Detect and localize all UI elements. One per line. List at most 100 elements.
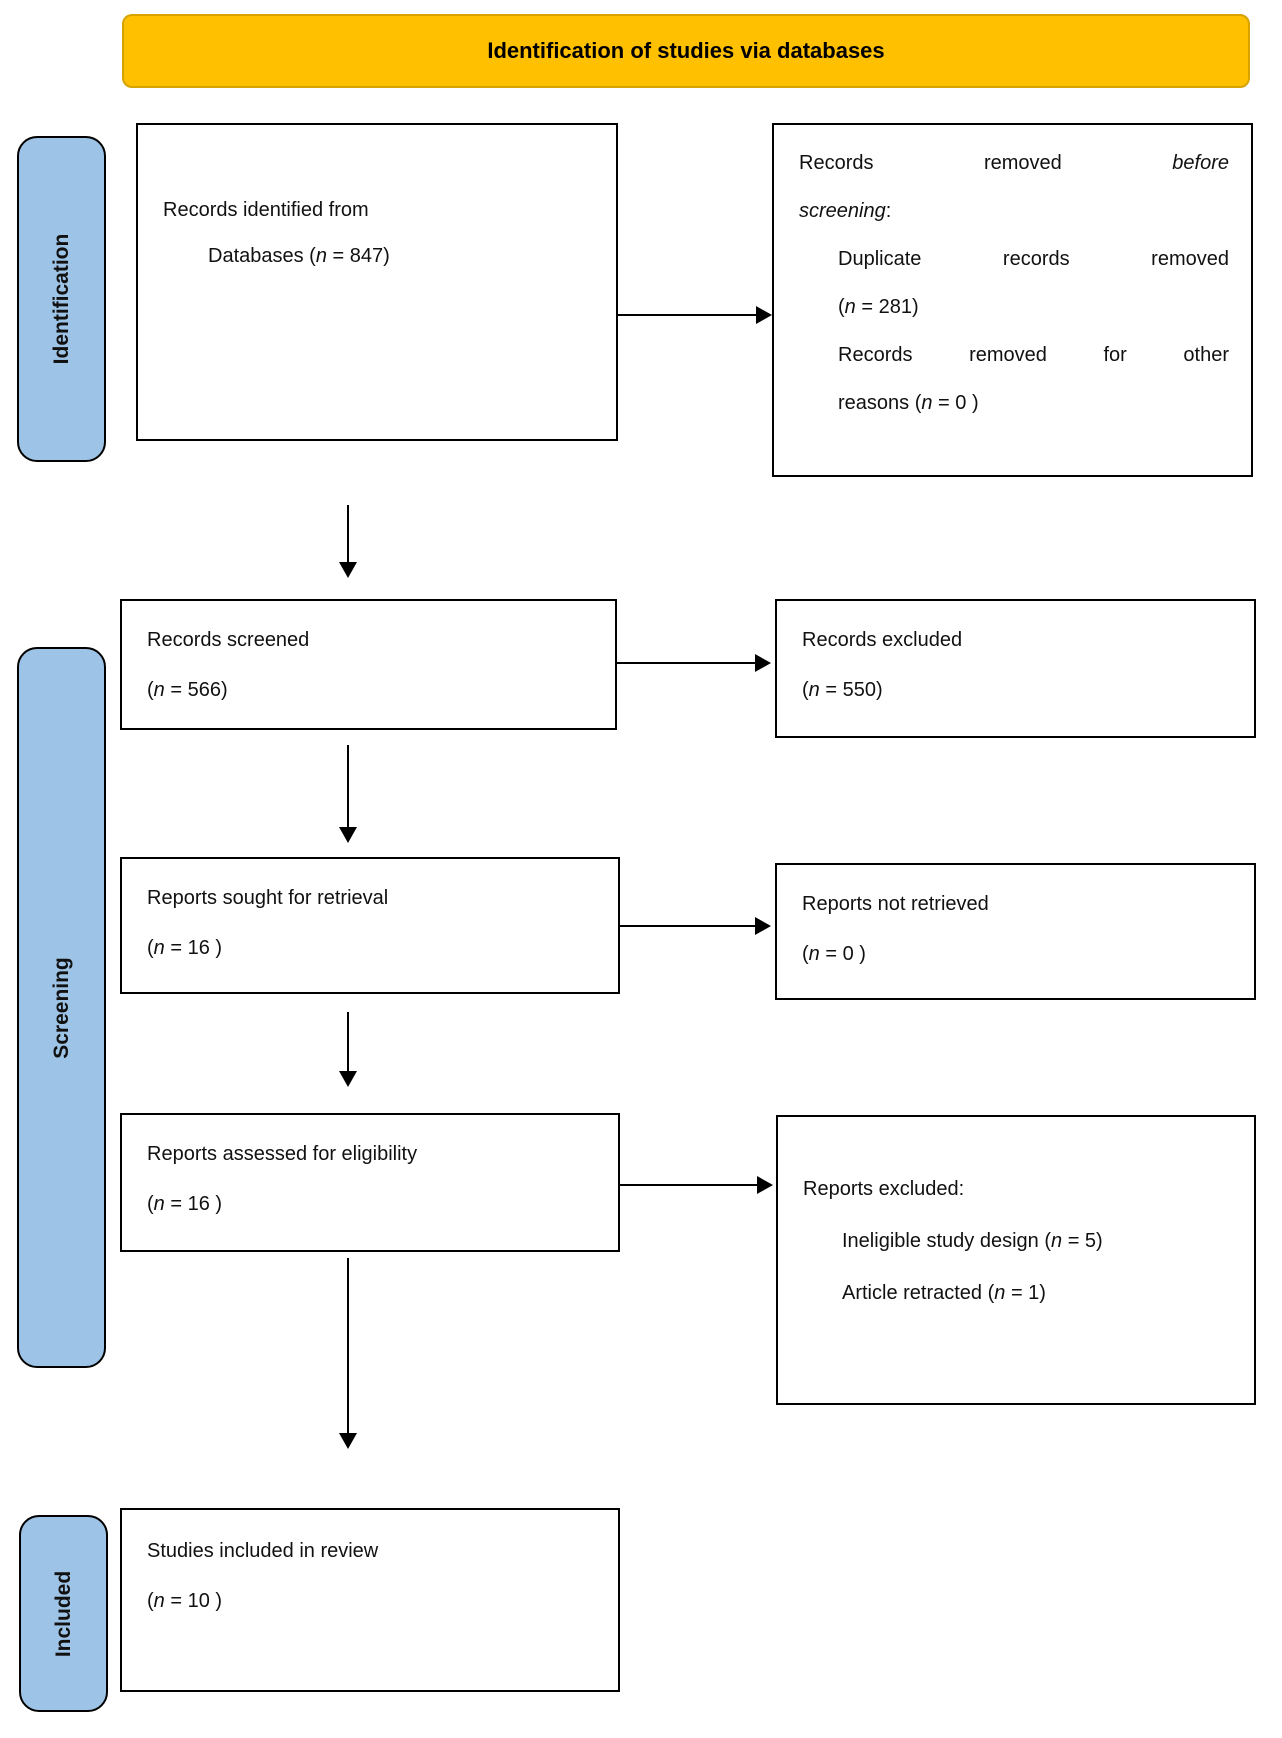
text-line: (n = 16 ): [122, 1179, 618, 1229]
text-line: Reports not retrieved: [777, 879, 1254, 929]
text-run-italic: n: [153, 1590, 165, 1612]
text-run: = 5): [1062, 1230, 1103, 1252]
box-records-excluded: Records excluded (n = 550): [775, 599, 1256, 738]
text-run: = 550): [819, 679, 883, 701]
stage-label-screening: Screening: [49, 956, 73, 1059]
arrow-head-icon: [755, 917, 771, 935]
text-run: = 847): [326, 245, 390, 267]
stage-bar-included: Included: [19, 1515, 108, 1712]
text-run-italic: n: [844, 296, 856, 318]
text-line: (n = 566): [122, 665, 615, 715]
text-run: (: [147, 937, 154, 959]
stage-label-identification: Identification: [49, 233, 73, 365]
text-run: = 16 ): [164, 937, 223, 959]
text-line: (n = 10 ): [122, 1576, 618, 1626]
text-line: Article retracted (n = 1): [778, 1267, 1254, 1319]
text-run-italic: n: [808, 943, 820, 965]
box-records-removed-before-screening: Records removed before screening: Duplic…: [772, 123, 1253, 477]
text-line: Reports assessed for eligibility: [122, 1129, 618, 1179]
stage-bar-identification: Identification: [17, 136, 106, 462]
arrow-line: [347, 1012, 349, 1072]
text-run: = 0 ): [932, 392, 979, 414]
text-run-italic: n: [153, 679, 165, 701]
text-line: (n = 16 ): [122, 923, 618, 973]
text-run-italic: n: [808, 679, 820, 701]
text-run-italic: n: [315, 245, 327, 267]
arrow-head-icon: [339, 1071, 357, 1087]
text-run: Records removed: [799, 152, 1173, 174]
text-line: Duplicate records removed: [774, 235, 1251, 283]
stage-bar-screening: Screening: [17, 647, 106, 1368]
text-run: (: [147, 1193, 154, 1215]
text-run: Reports assessed for eligibility: [147, 1143, 418, 1165]
text-run-italic: screening: [799, 200, 886, 222]
box-reports-assessed: Reports assessed for eligibility (n = 16…: [120, 1113, 620, 1252]
text-run: Records excluded: [802, 629, 963, 651]
arrow-head-icon: [756, 306, 772, 324]
text-line: reasons (n = 0 ): [774, 379, 1251, 427]
text-run: (: [838, 296, 845, 318]
text-line: Reports excluded:: [778, 1163, 1254, 1215]
text-line: Studies included in review: [122, 1526, 618, 1576]
text-run: Databases (: [208, 245, 316, 267]
stage-label-included: Included: [51, 1570, 75, 1657]
text-line: Records screened: [122, 615, 615, 665]
arrow-line: [618, 314, 757, 316]
arrow-head-icon: [755, 654, 771, 672]
diagram-title-banner: Identification of studies via databases: [122, 14, 1250, 88]
text-run-italic: n: [921, 392, 933, 414]
text-run: = 281): [855, 296, 919, 318]
text-run-italic: n: [994, 1282, 1006, 1304]
text-run: Reports excluded:: [803, 1178, 965, 1200]
text-run: = 0 ): [819, 943, 866, 965]
arrow-head-icon: [339, 827, 357, 843]
text-run: (: [147, 679, 154, 701]
box-records-screened: Records screened (n = 566): [120, 599, 617, 730]
text-run: Duplicate records removed: [838, 248, 1229, 270]
arrow-line: [347, 505, 349, 563]
box-records-identified: Records identified from Databases (n = 8…: [136, 123, 618, 441]
text-line: screening:: [774, 187, 1251, 235]
text-run: Records removed for other: [838, 344, 1229, 366]
text-line: Reports sought for retrieval: [122, 873, 618, 923]
text-run-italic: n: [1051, 1230, 1063, 1252]
text-run: (: [147, 1590, 154, 1612]
text-run: Reports not retrieved: [802, 893, 989, 915]
text-line: (n = 0 ): [777, 929, 1254, 979]
text-line: Databases (n = 847): [138, 233, 616, 279]
text-run: Studies included in review: [147, 1540, 379, 1562]
text-run: reasons (: [838, 392, 922, 414]
arrow-line: [347, 1258, 349, 1434]
text-run: = 16 ): [164, 1193, 223, 1215]
text-run: = 10 ): [164, 1590, 223, 1612]
text-line: Records excluded: [777, 615, 1254, 665]
text-run: Ineligible study design (: [842, 1230, 1052, 1252]
text-line: Records identified from: [138, 187, 616, 233]
arrow-head-icon: [339, 562, 357, 578]
text-run-italic: before: [1172, 152, 1229, 174]
arrow-head-icon: [757, 1176, 773, 1194]
text-run: = 1): [1005, 1282, 1046, 1304]
box-reports-excluded-reasons: Reports excluded: Ineligible study desig…: [776, 1115, 1256, 1405]
text-run: = 566): [164, 679, 228, 701]
text-run: Reports sought for retrieval: [147, 887, 389, 909]
text-run: (: [802, 943, 809, 965]
text-line: Records removed before: [774, 139, 1251, 187]
text-run: (: [802, 679, 809, 701]
box-reports-sought: Reports sought for retrieval (n = 16 ): [120, 857, 620, 994]
arrow-head-icon: [339, 1433, 357, 1449]
arrow-line: [620, 1184, 758, 1186]
text-run: Records identified from: [163, 199, 369, 221]
text-run: :: [885, 200, 892, 222]
text-run-italic: n: [153, 1193, 165, 1215]
arrow-line: [347, 745, 349, 828]
text-line: (n = 281): [774, 283, 1251, 331]
text-line: (n = 550): [777, 665, 1254, 715]
box-studies-included: Studies included in review (n = 10 ): [120, 1508, 620, 1692]
arrow-line: [620, 925, 756, 927]
text-line: Ineligible study design (n = 5): [778, 1215, 1254, 1267]
text-run: Records screened: [147, 629, 310, 651]
arrow-line: [617, 662, 756, 664]
text-run: Article retracted (: [842, 1282, 995, 1304]
